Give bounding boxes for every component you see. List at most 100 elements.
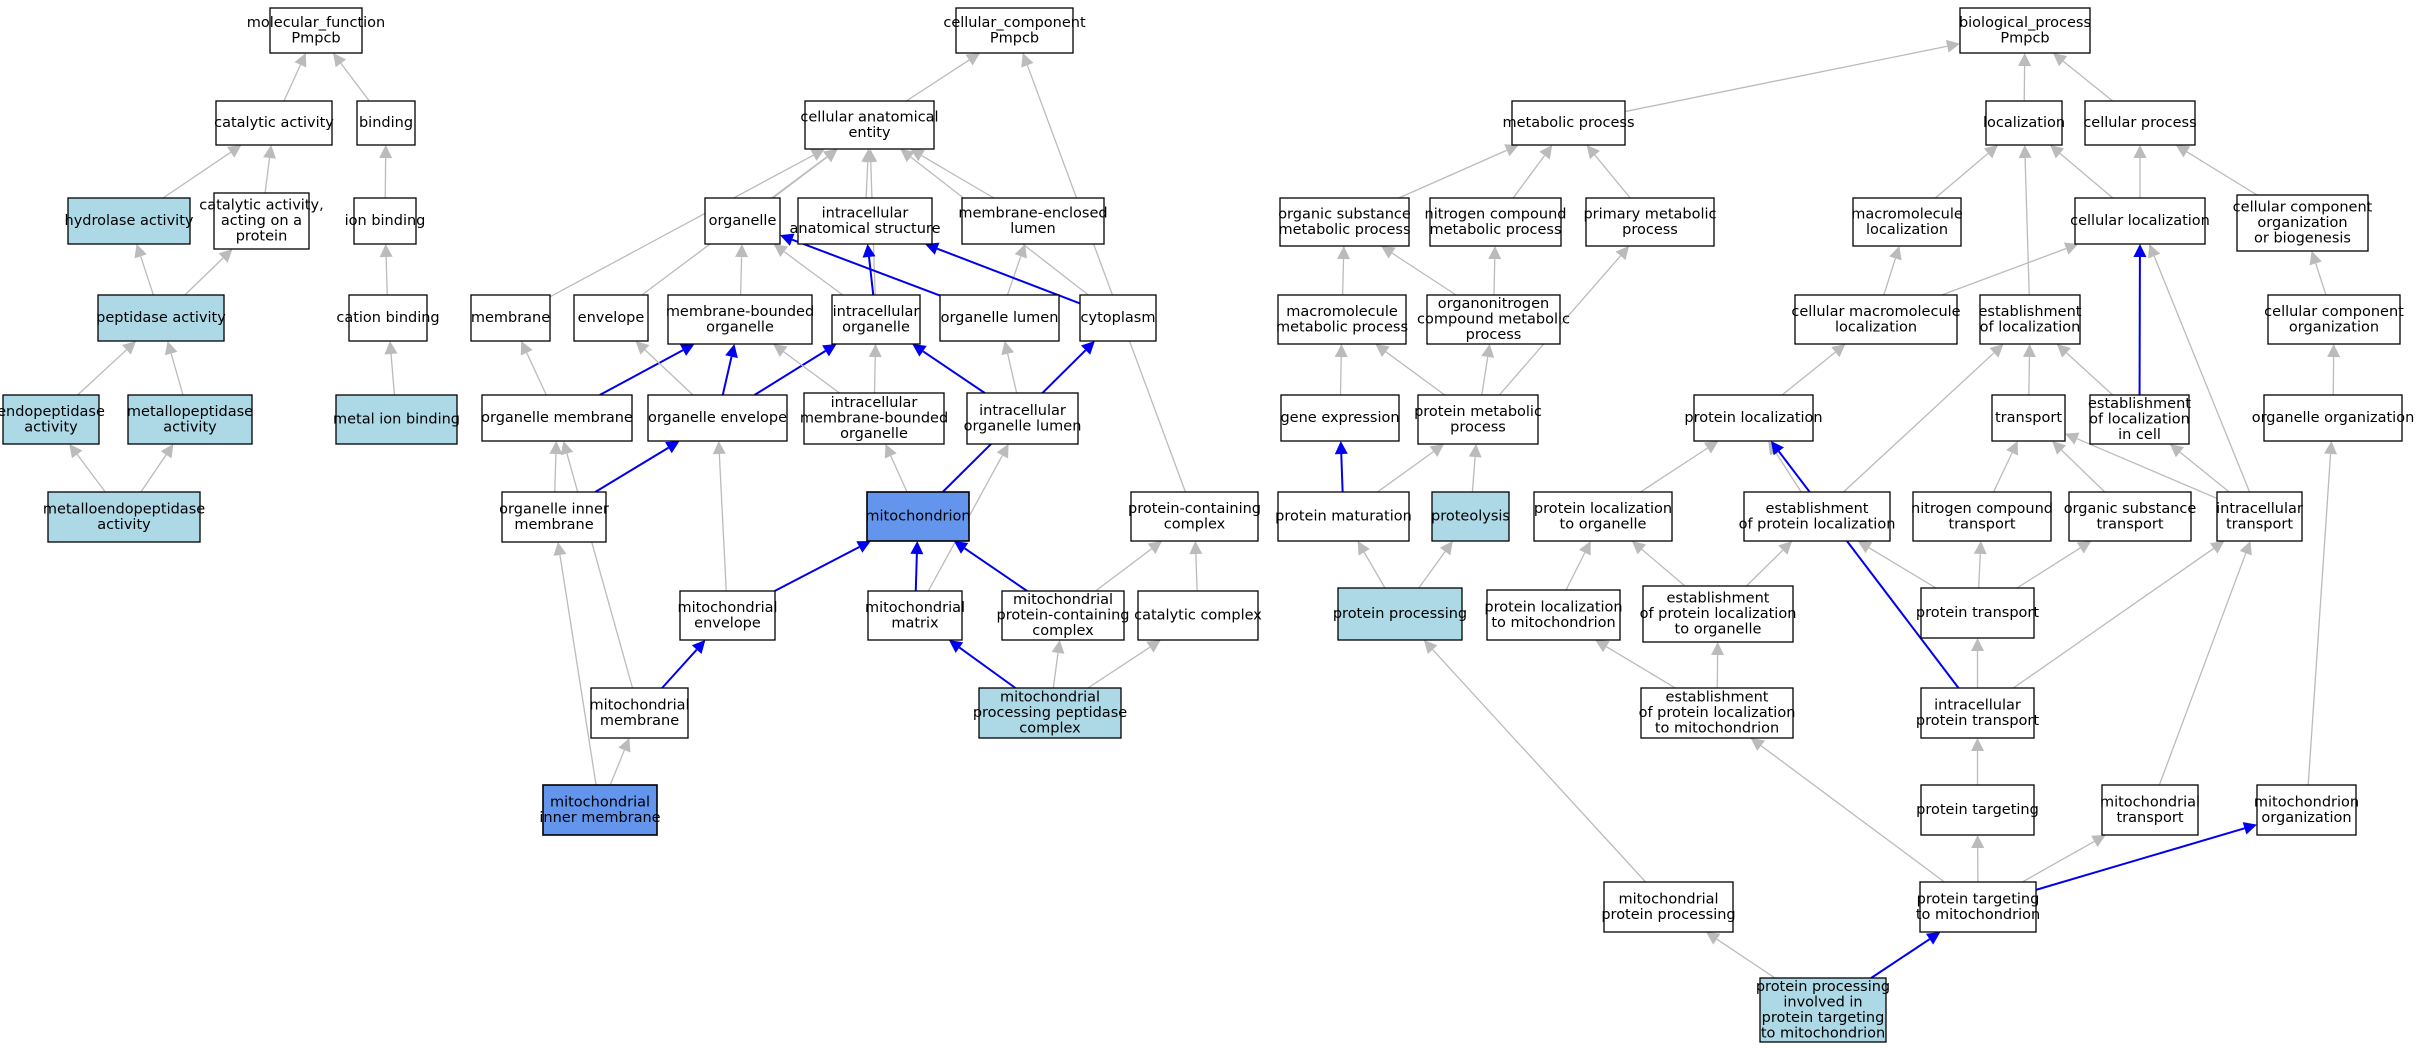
- node-label-line: protein-containing: [1128, 501, 1261, 517]
- node-label-line: protein localization: [1684, 410, 1822, 426]
- go-term-node-metal_ion_binding[interactable]: metal ion binding: [333, 394, 460, 445]
- go-term-node-cellloc[interactable]: cellular localization: [2070, 197, 2210, 245]
- go-term-node-metabolic[interactable]: metabolic process: [1502, 100, 1635, 146]
- node-box: [1919, 881, 2037, 933]
- edge-mmem-to-menv: [661, 640, 706, 689]
- go-term-node-ion_binding[interactable]: ion binding: [345, 197, 426, 245]
- go-term-node-organelle[interactable]: organelle: [704, 197, 781, 245]
- node-label-line: intracellular: [833, 304, 920, 320]
- edge-protproc-to-proteolysis: [1418, 541, 1453, 589]
- edge-prottrans-to-ostrans: [2016, 541, 2092, 589]
- edge-plorg-to-protloc: [1640, 441, 1719, 493]
- node-label-line: establishment: [1666, 690, 1769, 706]
- edge-estloccell-to-estloc: [2056, 344, 2114, 396]
- arrowhead: [1001, 341, 1014, 356]
- edge-mppc-to-mpcc: [1051, 640, 1065, 689]
- go-term-node-protloc[interactable]: protein localization: [1684, 394, 1823, 442]
- go-term-node-prottrans[interactable]: protein transport: [1916, 587, 2039, 639]
- go-term-node-cellular_process[interactable]: cellular process: [2083, 100, 2197, 146]
- node-box: [867, 590, 963, 641]
- go-term-node-omem[interactable]: organelle membrane: [481, 394, 633, 442]
- go-term-node-envelope[interactable]: envelope: [573, 294, 649, 342]
- node-label-line: metabolic process: [1502, 115, 1634, 131]
- go-term-node-protproc[interactable]: protein processing: [1333, 587, 1467, 641]
- node-box: [1130, 491, 1259, 542]
- go-term-node-binding[interactable]: binding: [356, 100, 416, 146]
- go-term-node-prottarg[interactable]: protein targeting: [1916, 784, 2039, 836]
- arrowhead: [965, 53, 980, 66]
- go-term-node-catalytic[interactable]: catalytic activity: [214, 100, 334, 146]
- edge-mmatrix-to-mito: [910, 541, 924, 592]
- node-label-line: membrane-bounded: [666, 304, 814, 320]
- go-term-node-olumen[interactable]: organelle lumen: [939, 294, 1060, 342]
- go-term-node-transport[interactable]: transport: [1991, 394, 2066, 442]
- go-term-node-catcomplex[interactable]: catalytic complex: [1134, 590, 1262, 641]
- go-term-node-cation_binding[interactable]: cation binding: [336, 294, 440, 342]
- go-term-node-oenv[interactable]: organelle envelope: [647, 394, 788, 442]
- go-term-node-cytoplasm[interactable]: cytoplasm: [1079, 294, 1157, 342]
- go-term-node-hydrolase[interactable]: hydrolase activity: [65, 197, 194, 245]
- go-term-node-membrane[interactable]: membrane: [470, 294, 551, 342]
- node-label-line: Pmpcb: [291, 30, 340, 46]
- go-term-node-protmat[interactable]: protein maturation: [1275, 491, 1412, 542]
- go-term-node-geneexp[interactable]: gene expression: [1280, 394, 1400, 442]
- edge-line: [1778, 450, 1960, 689]
- go-term-node-peptidase[interactable]: peptidase activity: [96, 294, 226, 342]
- node-box: [1533, 491, 1673, 542]
- go-term-node-orgorg[interactable]: organelle organization: [2252, 394, 2415, 442]
- edge-oncmp-to-ncmp: [1488, 246, 1502, 296]
- go-term-node-localization[interactable]: localization: [1983, 100, 2065, 146]
- go-term-node-proteolysis[interactable]: proteolysis: [1431, 491, 1510, 542]
- go-term-node-mito[interactable]: mitochondrion: [865, 491, 971, 542]
- node-label-line: intracellular: [979, 403, 1066, 419]
